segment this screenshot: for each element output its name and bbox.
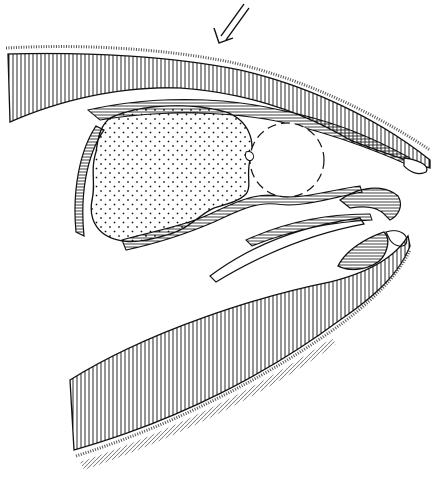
dashed-circle <box>250 123 324 197</box>
small-bump <box>245 152 253 161</box>
dotted-brain-region <box>91 106 252 242</box>
double-line-arrow-icon <box>214 4 249 43</box>
